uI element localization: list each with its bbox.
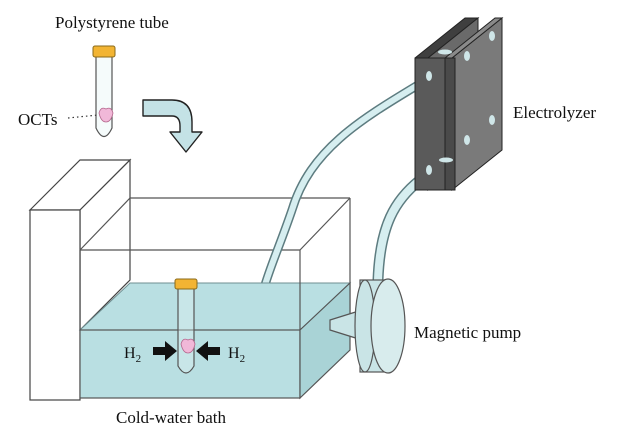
electrolyzer: [414, 16, 504, 192]
tank-outline-front: [79, 250, 301, 330]
left-panel: [28, 158, 132, 401]
octs-sample: [98, 107, 114, 123]
label-polystyrene-tube: Polystyrene tube: [55, 13, 169, 32]
polystyrene-tube: [92, 45, 116, 138]
h2-arrow-right: [196, 341, 220, 361]
octs-leader: [67, 114, 99, 119]
pump-face: [370, 278, 406, 374]
cold-water-bath: [78, 281, 352, 400]
water-side: [299, 281, 351, 400]
h2-arrows: [153, 341, 220, 361]
label-magnetic-pump: Magnetic pump: [414, 323, 521, 342]
curved-arrow-icon: [142, 99, 203, 153]
h2-label-left: H2: [124, 345, 141, 365]
tube-cap: [92, 45, 116, 58]
octs-sample-bath: [180, 338, 196, 354]
tank-outline-back: [79, 197, 351, 330]
tube-in-bath: [174, 278, 198, 374]
label-cold-water-bath: Cold-water bath: [116, 408, 226, 427]
magnetic-pump: [329, 278, 406, 374]
label-electrolyzer: Electrolyzer: [513, 103, 596, 122]
tube-cap-bath: [174, 278, 198, 290]
h2-arrow-left: [153, 341, 177, 361]
h2-label-right: H2: [228, 345, 245, 365]
label-octs: OCTs: [18, 110, 57, 129]
gas-hose: [260, 80, 423, 290]
